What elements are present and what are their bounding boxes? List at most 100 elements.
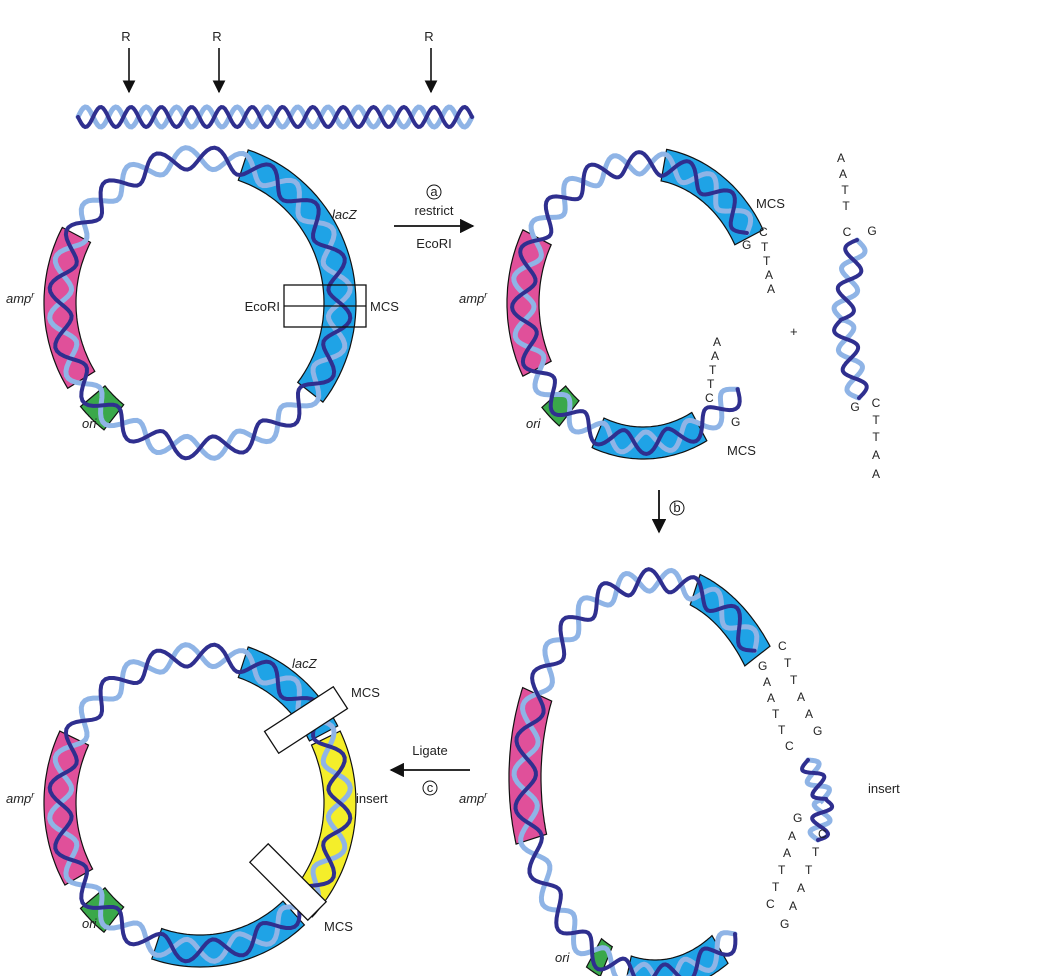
svg-text:A: A: [797, 690, 805, 704]
ecori-label: EcoRI: [245, 299, 280, 314]
svg-text:A: A: [797, 881, 805, 895]
ampr-label: ampr: [459, 790, 488, 806]
sticky-end-bottom: A A T T C G: [705, 335, 740, 429]
svg-text:A: A: [765, 268, 773, 282]
svg-text:G: G: [731, 415, 740, 429]
plasmid-recombinant-helix: [47, 642, 353, 964]
nucleotides-lower-left: G A A T T C: [766, 811, 802, 911]
step-a: a restrict EcoRI: [394, 184, 475, 251]
ampr-label: ampr: [6, 290, 35, 306]
mcs-top-label: MCS: [351, 685, 380, 700]
dark-strand: [513, 567, 757, 976]
svg-text:A: A: [713, 335, 721, 349]
svg-text:G: G: [867, 224, 876, 238]
restriction-site-2: R: [212, 29, 226, 94]
mcs-top-label: MCS: [756, 196, 785, 211]
step-label: Ligate: [412, 743, 447, 758]
mcs-bottom-label: MCS: [727, 443, 756, 458]
svg-text:G: G: [780, 917, 789, 931]
svg-text:T: T: [772, 707, 780, 721]
lacz-region-bottom: [151, 900, 306, 968]
dark-strand: [510, 150, 749, 457]
plus-sign: +: [790, 324, 798, 339]
svg-text:C: C: [843, 225, 852, 239]
dark-strand: [47, 642, 353, 964]
svg-text:C: C: [759, 225, 768, 239]
svg-text:A: A: [767, 282, 775, 296]
lacz-region-top: [689, 573, 771, 667]
ori-label: ori: [526, 416, 542, 431]
fragment-top-strand: A A T T C G: [837, 151, 877, 239]
svg-text:G: G: [850, 400, 859, 414]
svg-text:A: A: [839, 167, 847, 181]
svg-text:C: C: [766, 897, 775, 911]
plasmid-annealed-helix: [511, 567, 835, 976]
svg-text:G: G: [813, 724, 822, 738]
restriction-site-3: R: [424, 29, 438, 94]
ori-label: ori: [555, 950, 571, 965]
svg-text:A: A: [783, 846, 791, 860]
svg-text:C: C: [872, 396, 881, 410]
svg-text:T: T: [709, 363, 717, 377]
step-c: Ligate c: [389, 743, 470, 796]
nucleotides-lower-right: C T T A A G: [780, 827, 827, 931]
mcs-box-bottom: [248, 842, 328, 922]
svg-text:G: G: [742, 238, 751, 252]
mcs-bottom-label: MCS: [324, 919, 353, 934]
site-label: R: [424, 29, 433, 44]
lacz-region-top: [660, 148, 764, 246]
plasmid-annealed: ampr ori insert G A A T T C C T T A A G …: [459, 567, 900, 976]
svg-text:A: A: [767, 691, 775, 705]
svg-text:A: A: [711, 349, 719, 363]
lacz-region-bottom: [626, 934, 729, 976]
ampr-label: ampr: [6, 790, 35, 806]
svg-text:A: A: [763, 675, 771, 689]
mcs-label: MCS: [370, 299, 399, 314]
insert-label: insert: [356, 791, 388, 806]
dark-strand: [800, 758, 835, 842]
svg-text:T: T: [872, 430, 880, 444]
insert-fragment: A A T T C G G C T T A A: [831, 151, 881, 481]
site-label: R: [212, 29, 221, 44]
svg-text:T: T: [812, 845, 820, 859]
plasmid-vector: EcoRI MCS lacZ ampr ori: [6, 145, 399, 461]
svg-text:T: T: [790, 673, 798, 687]
plasmid-vector-regions: [43, 149, 357, 431]
svg-text:T: T: [805, 863, 813, 877]
svg-text:T: T: [872, 413, 880, 427]
sticky-end-top: G C T T A A: [742, 225, 775, 296]
mcs-box-top: [263, 685, 349, 755]
svg-text:C: C: [705, 391, 714, 405]
step-b: b: [651, 490, 685, 534]
svg-text:A: A: [872, 467, 880, 481]
nucleotides-upper-left: G A A T T C: [758, 659, 794, 753]
plasmid-cut-regions: [506, 148, 764, 460]
step-label: restrict: [415, 203, 454, 218]
ampr-label: ampr: [459, 290, 488, 306]
ori-label: ori: [82, 916, 98, 931]
svg-text:T: T: [763, 254, 771, 268]
svg-text:A: A: [872, 448, 880, 462]
plasmid-recombinant: lacZ MCS MCS insert ampr ori: [6, 642, 388, 968]
lacz-label: lacZ: [292, 656, 318, 671]
dark-strand: [832, 238, 869, 400]
step-marker: a: [430, 184, 438, 199]
svg-text:T: T: [707, 377, 715, 391]
svg-text:T: T: [841, 183, 849, 197]
step-marker: b: [673, 500, 680, 515]
enzyme-label: EcoRI: [416, 236, 451, 251]
svg-text:T: T: [778, 723, 786, 737]
svg-text:A: A: [789, 899, 797, 913]
lacz-label: lacZ: [332, 207, 358, 222]
svg-text:T: T: [842, 199, 850, 213]
svg-text:C: C: [778, 639, 787, 653]
svg-text:C: C: [785, 739, 794, 753]
svg-text:T: T: [784, 656, 792, 670]
plasmid-annealed-regions: [508, 573, 771, 976]
svg-text:A: A: [805, 707, 813, 721]
plasmid-cut-helix: [510, 150, 754, 457]
nucleotides-upper-right: C T T A A G: [778, 639, 822, 738]
svg-text:T: T: [772, 880, 780, 894]
light-strand: [511, 567, 760, 976]
